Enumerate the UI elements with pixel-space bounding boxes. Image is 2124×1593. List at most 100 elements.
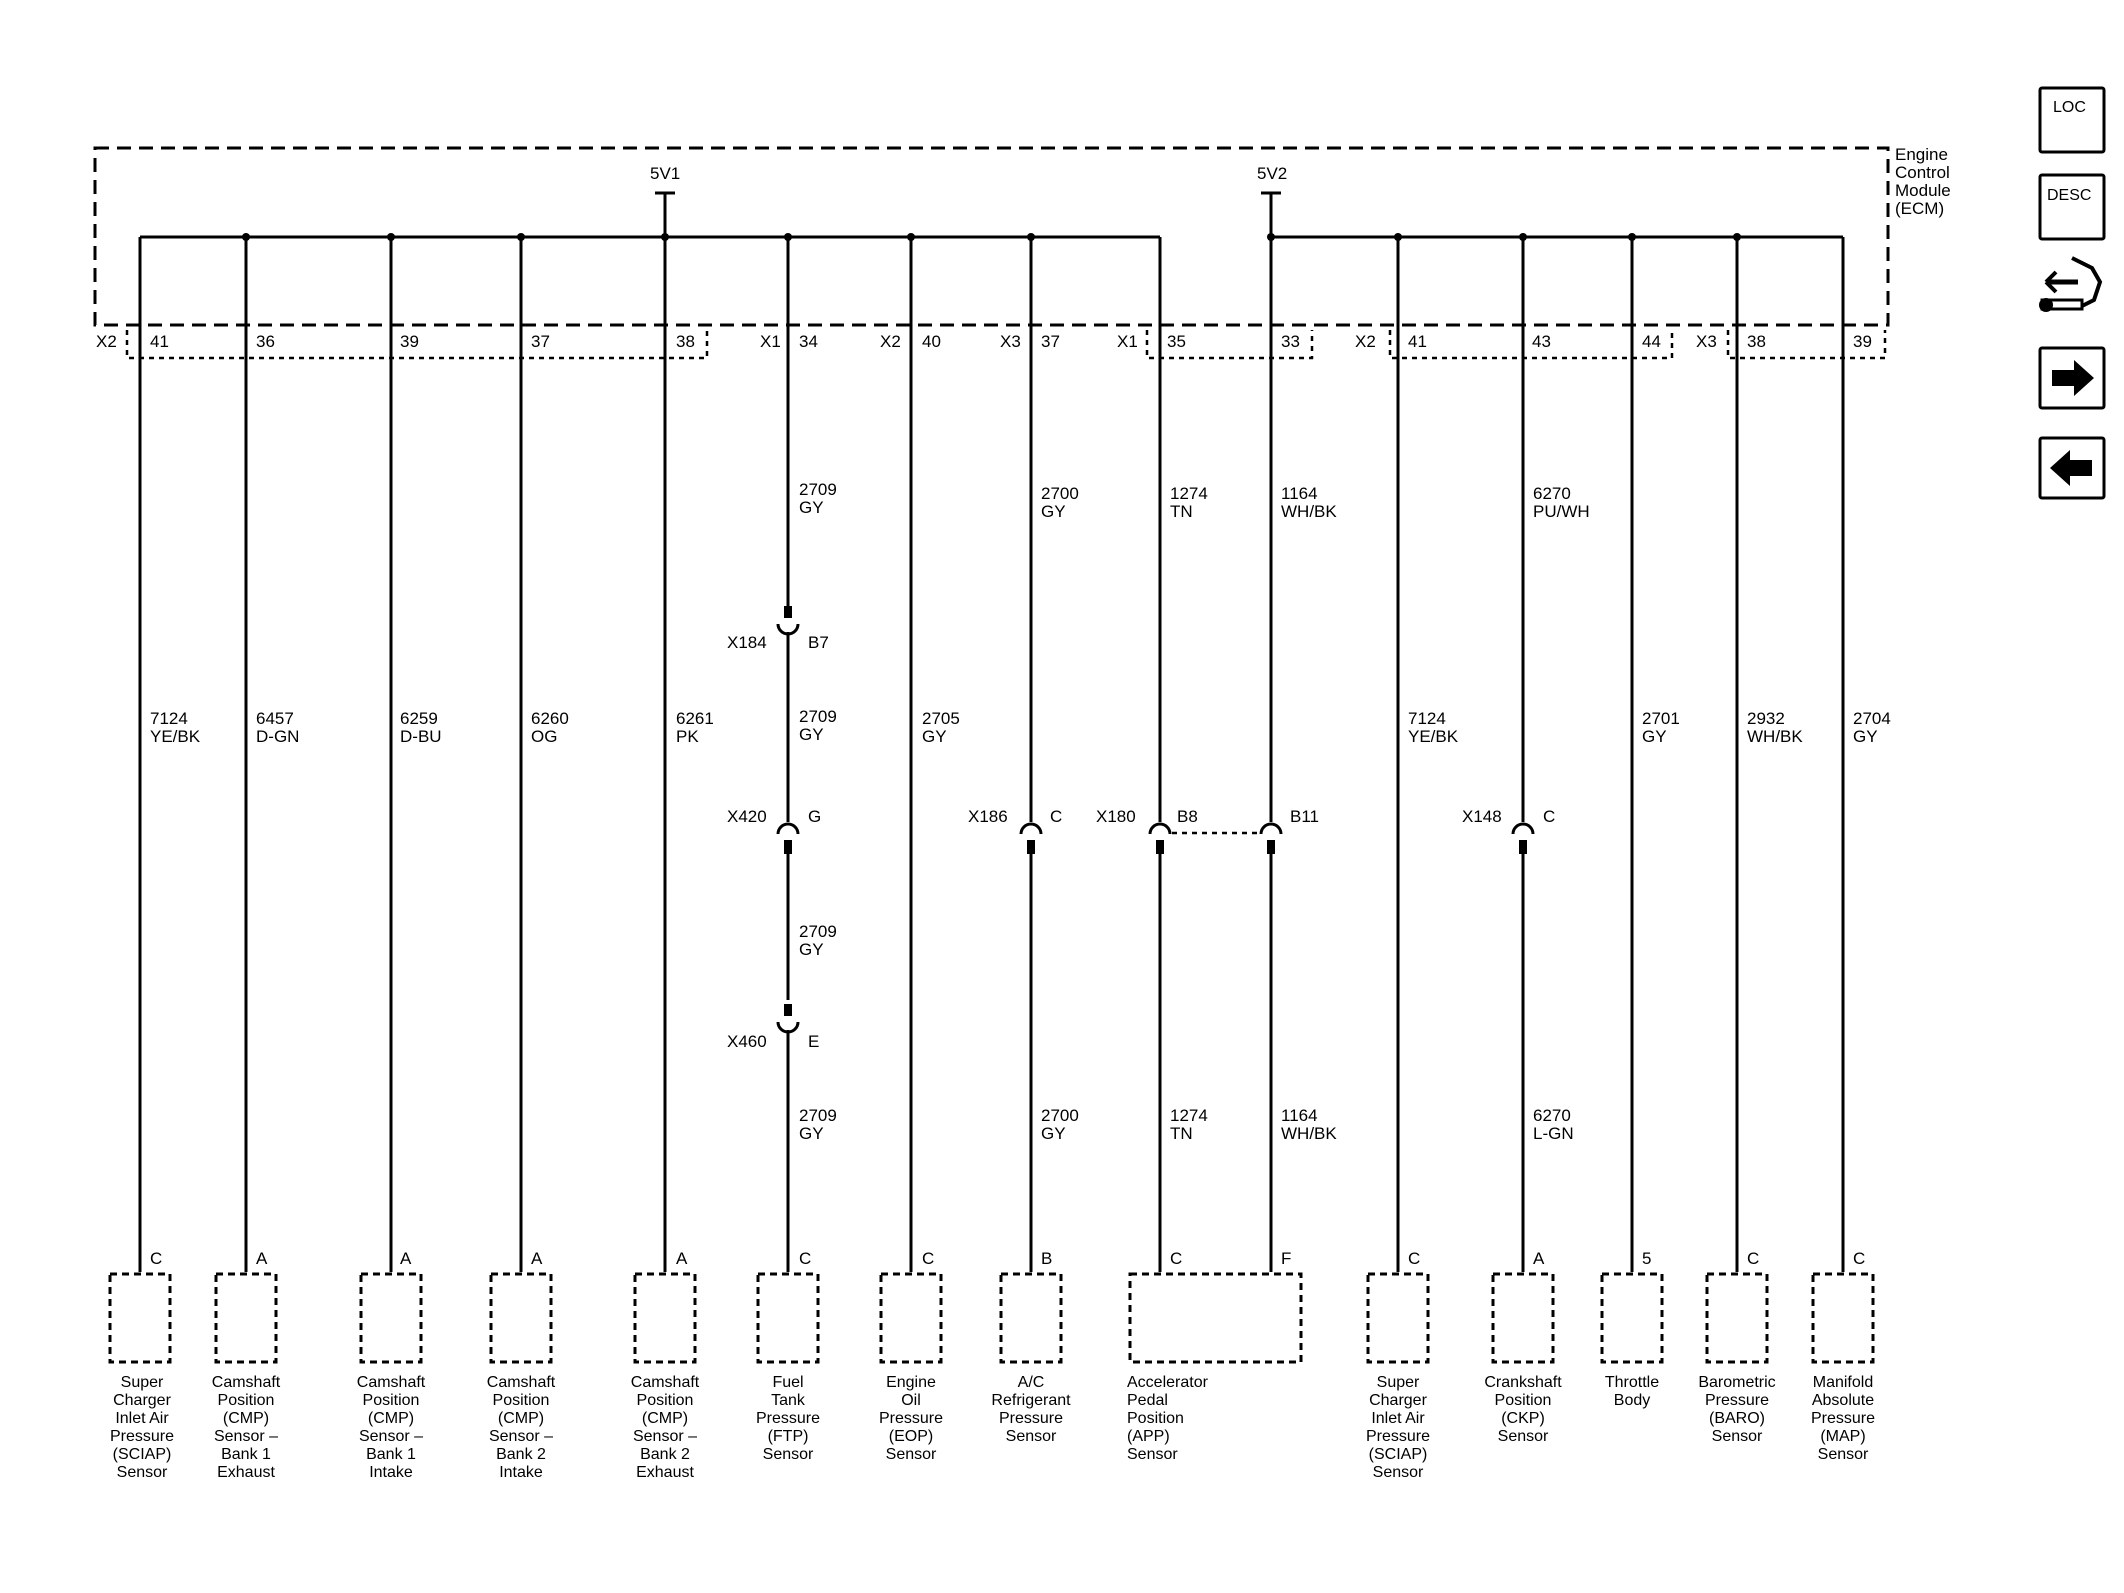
svg-text:6260: 6260	[531, 709, 569, 728]
svg-text:E: E	[808, 1032, 819, 1051]
svg-text:X3: X3	[1696, 332, 1717, 351]
svg-text:C: C	[1853, 1249, 1865, 1268]
svg-text:B: B	[1041, 1249, 1052, 1268]
sensor-cmp-bank2-exhaust: Camshaft Position (CMP) Sensor – Bank 2 …	[631, 1374, 700, 1481]
svg-text:Pressure: Pressure	[1811, 1410, 1875, 1427]
svg-text:C: C	[1747, 1249, 1759, 1268]
svg-text:Camshaft: Camshaft	[212, 1374, 281, 1391]
svg-text:Crankshaft: Crankshaft	[1484, 1374, 1562, 1391]
svg-text:G: G	[808, 807, 821, 826]
svg-text:Accelerator: Accelerator	[1127, 1374, 1209, 1391]
svg-text:Pressure: Pressure	[756, 1410, 820, 1427]
svg-text:1274: 1274	[1170, 484, 1208, 503]
sensor-cmp-bank1-exhaust: Camshaft Position (CMP) Sensor – Bank 1 …	[212, 1374, 281, 1481]
svg-text:X460: X460	[727, 1032, 767, 1051]
ecm-label: Engine Control Module (ECM)	[1895, 145, 1951, 218]
svg-text:YE/BK: YE/BK	[150, 727, 201, 746]
svg-text:OG: OG	[531, 727, 557, 746]
svg-text:(SCIAP): (SCIAP)	[113, 1446, 172, 1463]
svg-text:Position: Position	[363, 1392, 420, 1409]
svg-text:Pressure: Pressure	[110, 1428, 174, 1445]
connector-view-button[interactable]	[2039, 256, 2103, 312]
svg-text:C: C	[1408, 1249, 1420, 1268]
svg-text:X180: X180	[1096, 807, 1136, 826]
svg-text:YE/BK: YE/BK	[1408, 727, 1459, 746]
svg-text:B7: B7	[808, 633, 829, 652]
svg-text:7124: 7124	[1408, 709, 1446, 728]
svg-text:GY: GY	[799, 725, 824, 744]
svg-text:(FTP): (FTP)	[768, 1428, 809, 1445]
wires	[138, 237, 1845, 1272]
svg-text:36: 36	[256, 332, 275, 351]
sensor-ftp: Fuel Tank Pressure (FTP) Sensor	[756, 1374, 820, 1463]
svg-text:2709: 2709	[799, 480, 837, 499]
sensor-eop: Engine Oil Pressure (EOP) Sensor	[879, 1374, 943, 1463]
svg-text:7124: 7124	[150, 709, 188, 728]
svg-text:6259: 6259	[400, 709, 438, 728]
svg-text:Position: Position	[493, 1392, 550, 1409]
svg-text:2700: 2700	[1041, 484, 1079, 503]
svg-text:C: C	[922, 1249, 934, 1268]
svg-text:Sensor: Sensor	[1712, 1428, 1763, 1445]
svg-text:Engine: Engine	[1895, 145, 1948, 164]
svg-text:39: 39	[1853, 332, 1872, 351]
svg-text:33: 33	[1281, 332, 1300, 351]
svg-text:2709: 2709	[799, 707, 837, 726]
svg-text:(ECM): (ECM)	[1895, 199, 1944, 218]
svg-text:6261: 6261	[676, 709, 714, 728]
supply-5v1: 5V1	[650, 164, 680, 237]
next-page-button[interactable]	[2038, 346, 2106, 410]
svg-text:38: 38	[1747, 332, 1766, 351]
svg-text:(BARO): (BARO)	[1709, 1410, 1765, 1427]
loc-text: LOC	[2053, 99, 2086, 116]
previous-page-button[interactable]	[2038, 436, 2106, 500]
arrow-left-icon	[2050, 450, 2092, 486]
svg-text:C: C	[1543, 807, 1555, 826]
svg-text:(CMP): (CMP)	[223, 1410, 269, 1427]
svg-text:C: C	[1050, 807, 1062, 826]
svg-text:Camshaft: Camshaft	[487, 1374, 556, 1391]
svg-text:X420: X420	[727, 807, 767, 826]
svg-text:L-GN: L-GN	[1533, 1124, 1574, 1143]
svg-text:GY: GY	[1041, 1124, 1066, 1143]
svg-text:B8: B8	[1177, 807, 1198, 826]
svg-text:Fuel: Fuel	[772, 1374, 803, 1391]
svg-text:PU/WH: PU/WH	[1533, 502, 1590, 521]
svg-text:D-GN: D-GN	[256, 727, 299, 746]
svg-text:44: 44	[1642, 332, 1661, 351]
svg-text:Position: Position	[218, 1392, 275, 1409]
sensor-sciap-2: Super Charger Inlet Air Pressure (SCIAP)…	[1366, 1374, 1430, 1481]
svg-text:Sensor: Sensor	[1373, 1464, 1424, 1481]
svg-text:GY: GY	[922, 727, 947, 746]
sensor-sciap-1: Super Charger Inlet Air Pressure (SCIAP)…	[110, 1374, 174, 1481]
svg-text:Module: Module	[1895, 181, 1951, 200]
svg-text:Sensor –: Sensor –	[489, 1428, 553, 1445]
sensor-ckp: Crankshaft Position (CKP) Sensor	[1484, 1374, 1562, 1445]
desc-button[interactable]: DESC	[2038, 173, 2106, 241]
svg-text:Sensor –: Sensor –	[359, 1428, 423, 1445]
svg-text:1274: 1274	[1170, 1106, 1208, 1125]
svg-text:Sensor: Sensor	[1498, 1428, 1549, 1445]
svg-text:GY: GY	[1642, 727, 1667, 746]
svg-text:Oil: Oil	[901, 1392, 921, 1409]
svg-text:37: 37	[1041, 332, 1060, 351]
sensor-map: Manifold Absolute Pressure (MAP) Sensor	[1811, 1374, 1875, 1463]
svg-text:A/C: A/C	[1018, 1374, 1045, 1391]
svg-text:Sensor –: Sensor –	[214, 1428, 278, 1445]
wire-labels: 7124 YE/BK 6457 D-GN 6259 D-BU 6260 OG 6…	[150, 480, 1891, 1143]
svg-text:X1: X1	[1117, 332, 1138, 351]
svg-text:Tank: Tank	[771, 1392, 806, 1409]
loc-button[interactable]: LOC	[2038, 86, 2106, 154]
arrow-right-icon	[2052, 360, 2094, 396]
svg-text:6270: 6270	[1533, 1106, 1571, 1125]
svg-text:X2: X2	[96, 332, 117, 351]
supply-5v2: 5V2	[1257, 164, 1287, 237]
svg-text:X148: X148	[1462, 807, 1502, 826]
svg-text:1164: 1164	[1281, 484, 1318, 503]
inline-connector-x420: X420 G	[727, 807, 821, 854]
svg-text:Sensor: Sensor	[886, 1446, 937, 1463]
svg-text:Exhaust: Exhaust	[217, 1464, 275, 1481]
connector-labels: X2 X1 X2 X3 X1 X2 X3	[96, 332, 1717, 351]
svg-text:Camshaft: Camshaft	[357, 1374, 426, 1391]
